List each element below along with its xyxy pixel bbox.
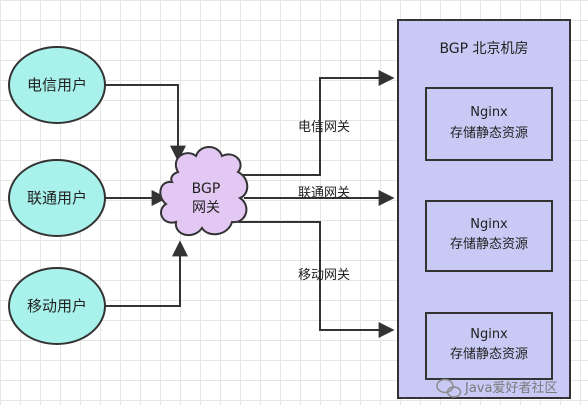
watermark-text: Java爱好者社区	[464, 380, 557, 396]
server-box	[425, 87, 553, 161]
connector-mobile-user	[104, 240, 188, 307]
gateway-line1: BGP	[192, 181, 221, 197]
server-name: Nginx	[470, 217, 508, 232]
connector-telecom-user	[104, 84, 186, 162]
telecom-user-label: 电信用户	[27, 76, 87, 94]
wechat-icon	[436, 378, 462, 398]
unicom-user-ellipse	[8, 159, 106, 237]
server-name: Nginx	[470, 327, 508, 342]
bgp-gateway-cloud: BGP 网关	[159, 146, 249, 237]
nginx-server-2: Nginx 存储静态资源	[425, 200, 553, 272]
telecom-gateway-label: 电信网关	[298, 120, 350, 135]
server-desc: 存储静态资源	[450, 237, 528, 252]
gateway-line2: 网关	[192, 200, 220, 216]
server-desc: 存储静态资源	[450, 347, 528, 362]
unicom-gateway-label: 联通网关	[298, 186, 350, 201]
unicom-user-node: 联通用户	[8, 159, 106, 237]
datacenter-title: BGP 北京机房	[439, 41, 528, 57]
connector-mobile-gateway	[238, 221, 395, 338]
beijing-datacenter: BGP 北京机房 Nginx 存储静态资源 Nginx 存储静态资源 Nginx…	[397, 19, 571, 399]
server-box	[425, 312, 553, 380]
server-desc: 存储静态资源	[450, 126, 528, 141]
server-name: Nginx	[470, 105, 508, 120]
mobile-user-ellipse	[8, 267, 106, 345]
telecom-user-ellipse	[8, 46, 106, 124]
mobile-user-node: 移动用户	[8, 267, 106, 345]
unicom-user-label: 联通用户	[27, 189, 87, 207]
mobile-gateway-label: 移动网关	[298, 268, 350, 283]
cloud-shape	[159, 146, 249, 237]
telecom-user-node: 电信用户	[8, 46, 106, 124]
connectors	[104, 70, 395, 338]
mobile-user-label: 移动用户	[27, 297, 87, 315]
server-box	[425, 200, 553, 272]
connector-telecom-gateway	[238, 70, 395, 176]
nginx-server-3: Nginx 存储静态资源	[425, 312, 553, 380]
watermark: Java爱好者社区	[436, 378, 557, 398]
nginx-server-1: Nginx 存储静态资源	[425, 87, 553, 161]
